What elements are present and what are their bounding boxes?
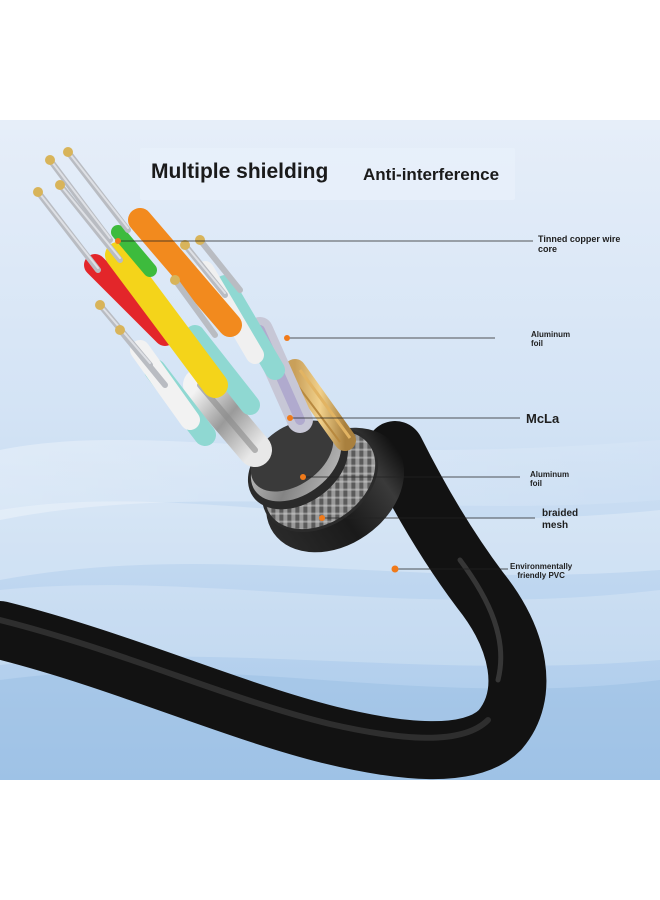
cable-illustration xyxy=(0,120,660,780)
product-image-panel xyxy=(0,120,660,780)
label-line-1: Aluminum xyxy=(531,330,571,339)
label-line-1: Environmentally xyxy=(510,562,573,571)
label-line-2: mesh xyxy=(542,519,569,531)
label-line-2: foil xyxy=(530,479,542,489)
title-banner xyxy=(140,148,515,200)
label-line-1: braided xyxy=(542,508,579,519)
label-line-2: core xyxy=(538,244,558,255)
label-line-2: friendly PVC xyxy=(517,571,565,581)
label-line-2: foil xyxy=(531,339,543,349)
label-braided-mesh: braided mesh xyxy=(542,508,578,531)
label-line-1: Aluminum xyxy=(530,470,570,479)
label-tinned-copper-wire-core: Tinned copper wire core xyxy=(538,234,620,255)
label-aluminum-foil-inner: Aluminum foil xyxy=(531,330,570,348)
label-environmentally-friendly-pvc: Environmentally friendly PVC xyxy=(510,562,572,580)
title-sub: Anti-interference xyxy=(363,165,500,184)
label-line-1: Tinned copper wire xyxy=(538,234,621,244)
label-aluminum-foil-outer: Aluminum foil xyxy=(530,470,569,488)
title-main: Multiple shielding xyxy=(151,160,329,183)
label-mcla: McLa xyxy=(526,411,560,426)
